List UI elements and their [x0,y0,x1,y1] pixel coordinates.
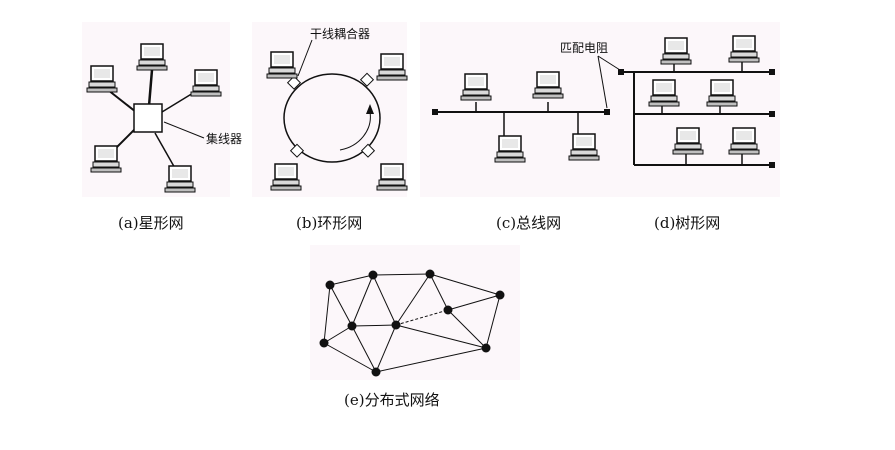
mesh-node [325,280,335,290]
caption-mesh: (e)分布式网络 [344,391,440,409]
computer-icon [136,43,168,71]
computer-icon [494,135,526,163]
computer-icon [266,51,298,79]
coupler-icon [289,143,305,158]
mesh-node [371,367,381,377]
computer-icon [86,65,118,93]
computer-icon [672,127,704,155]
coupler-icon [359,72,375,87]
computer-icon [706,79,738,107]
computer-icon [728,127,760,155]
mesh-node [347,321,357,331]
mesh-node [443,305,453,315]
mesh-node [495,290,505,300]
terminator-icon [604,109,610,115]
terminator-icon [769,111,775,117]
caption-ring: (b)环形网 [296,214,363,232]
computer-icon [190,69,222,97]
caption-tree: (d)树形网 [654,214,721,232]
terminator-icon [769,162,775,168]
computer-icon [660,37,692,65]
caption-star: (a)星形网 [118,214,184,232]
bus-panel [420,22,620,197]
hub-label: 集线器 [206,131,242,146]
computer-icon [728,35,760,63]
computer-icon [648,79,680,107]
star-topology: 集线器 [86,43,242,193]
computer-icon [532,71,564,99]
computer-icon [270,163,302,191]
mesh-topology [319,269,505,377]
terminator-label: 匹配电阻 [560,41,608,55]
computer-icon [164,165,196,193]
hub-icon [133,103,163,133]
coupler-icon [286,75,302,90]
caption-bus: (c)总线网 [496,214,562,232]
coupler-icon [360,143,376,158]
mesh-node [481,343,491,353]
computer-icon [376,163,408,191]
computer-icon [376,53,408,81]
computer-icon [568,133,600,161]
computer-icon [460,73,492,101]
coupler-label: 干线耦合器 [310,26,370,41]
ring-topology: 干线耦合器 [266,26,408,191]
computer-icon [90,145,122,173]
bus-topology: 匹配电阻 [432,41,621,163]
terminator-icon [432,109,438,115]
tree-topology [618,35,775,168]
mesh-node [391,320,401,330]
mesh-node [368,270,378,280]
mesh-node [319,338,329,348]
mesh-node [425,269,435,279]
terminator-icon [618,69,624,75]
terminator-icon [769,69,775,75]
